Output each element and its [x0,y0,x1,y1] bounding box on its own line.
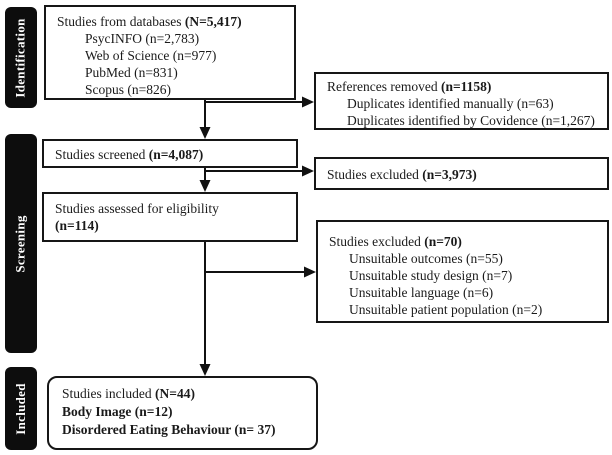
count-value: (N=5,417) [184,14,242,29]
count-value: (n=4,087) [148,147,204,162]
stage-label-included: Included [13,382,28,435]
list-item: PsycINFO (n=2,783) [85,31,200,46]
list-item: Unsuitable patient population (n=2) [349,302,543,317]
count-value: (n=70) [424,234,462,249]
list-item: Duplicates identified by Covidence (n=1,… [347,113,595,128]
box-title: Studies screened (n=4,087) [55,147,204,162]
arrowhead-right [304,266,316,278]
box-studies-included: Studies included (N=44) Body Image (n=12… [47,376,318,450]
stage-bar-screening: Screening [5,134,37,353]
count-value: (n=1158) [440,79,492,94]
count-value: (N=44) [155,386,195,401]
included-line-disordered-eating: Disordered Eating Behaviour (n= 37) [62,422,276,437]
list-item: Scopus (n=826) [85,82,171,97]
arrowhead-down [199,180,211,192]
count-value: (n=114) [55,218,99,233]
box-title: Studies from databases (N=5,417) [57,14,242,29]
box-studies-excluded-screening: Studies excluded (n=3,973) [314,157,609,190]
list-item: Unsuitable study design (n=7) [349,268,513,283]
box-title: Studies included (N=44) [62,386,195,401]
count-value: (n=3,973) [422,167,477,182]
box-title: Studies assessed for eligibility [55,201,219,216]
box-studies-from-databases: Studies from databases (N=5,417) PsycINF… [44,5,296,100]
stage-bar-identification: Identification [5,7,37,108]
included-line-body-image: Body Image (n=12) [62,404,173,419]
list-item: Unsuitable outcomes (n=55) [349,251,503,266]
box-title: Studies excluded (n=3,973) [327,167,477,182]
arrowhead-down [199,127,211,139]
box-studies-assessed-eligibility: Studies assessed for eligibility (n=114) [42,192,298,242]
box-title: References removed (n=1158) [327,79,492,94]
box-references-removed: References removed (n=1158) Duplicates i… [314,72,609,130]
box-title: Studies excluded (n=70) [329,234,462,249]
list-item: Duplicates identified manually (n=63) [347,96,554,111]
arrowhead-down [199,364,211,376]
stage-label-identification: Identification [13,17,28,98]
list-item: PubMed (n=831) [85,65,178,80]
box-studies-screened: Studies screened (n=4,087) [42,139,298,168]
arrowhead-right [302,165,314,177]
stage-bar-included: Included [5,367,37,450]
list-item: Web of Science (n=977) [85,48,217,63]
arrowhead-right [302,96,314,108]
stage-label-screening: Screening [13,214,29,273]
list-item: Unsuitable language (n=6) [349,285,494,300]
box-studies-excluded-eligibility: Studies excluded (n=70) Unsuitable outco… [316,220,609,323]
